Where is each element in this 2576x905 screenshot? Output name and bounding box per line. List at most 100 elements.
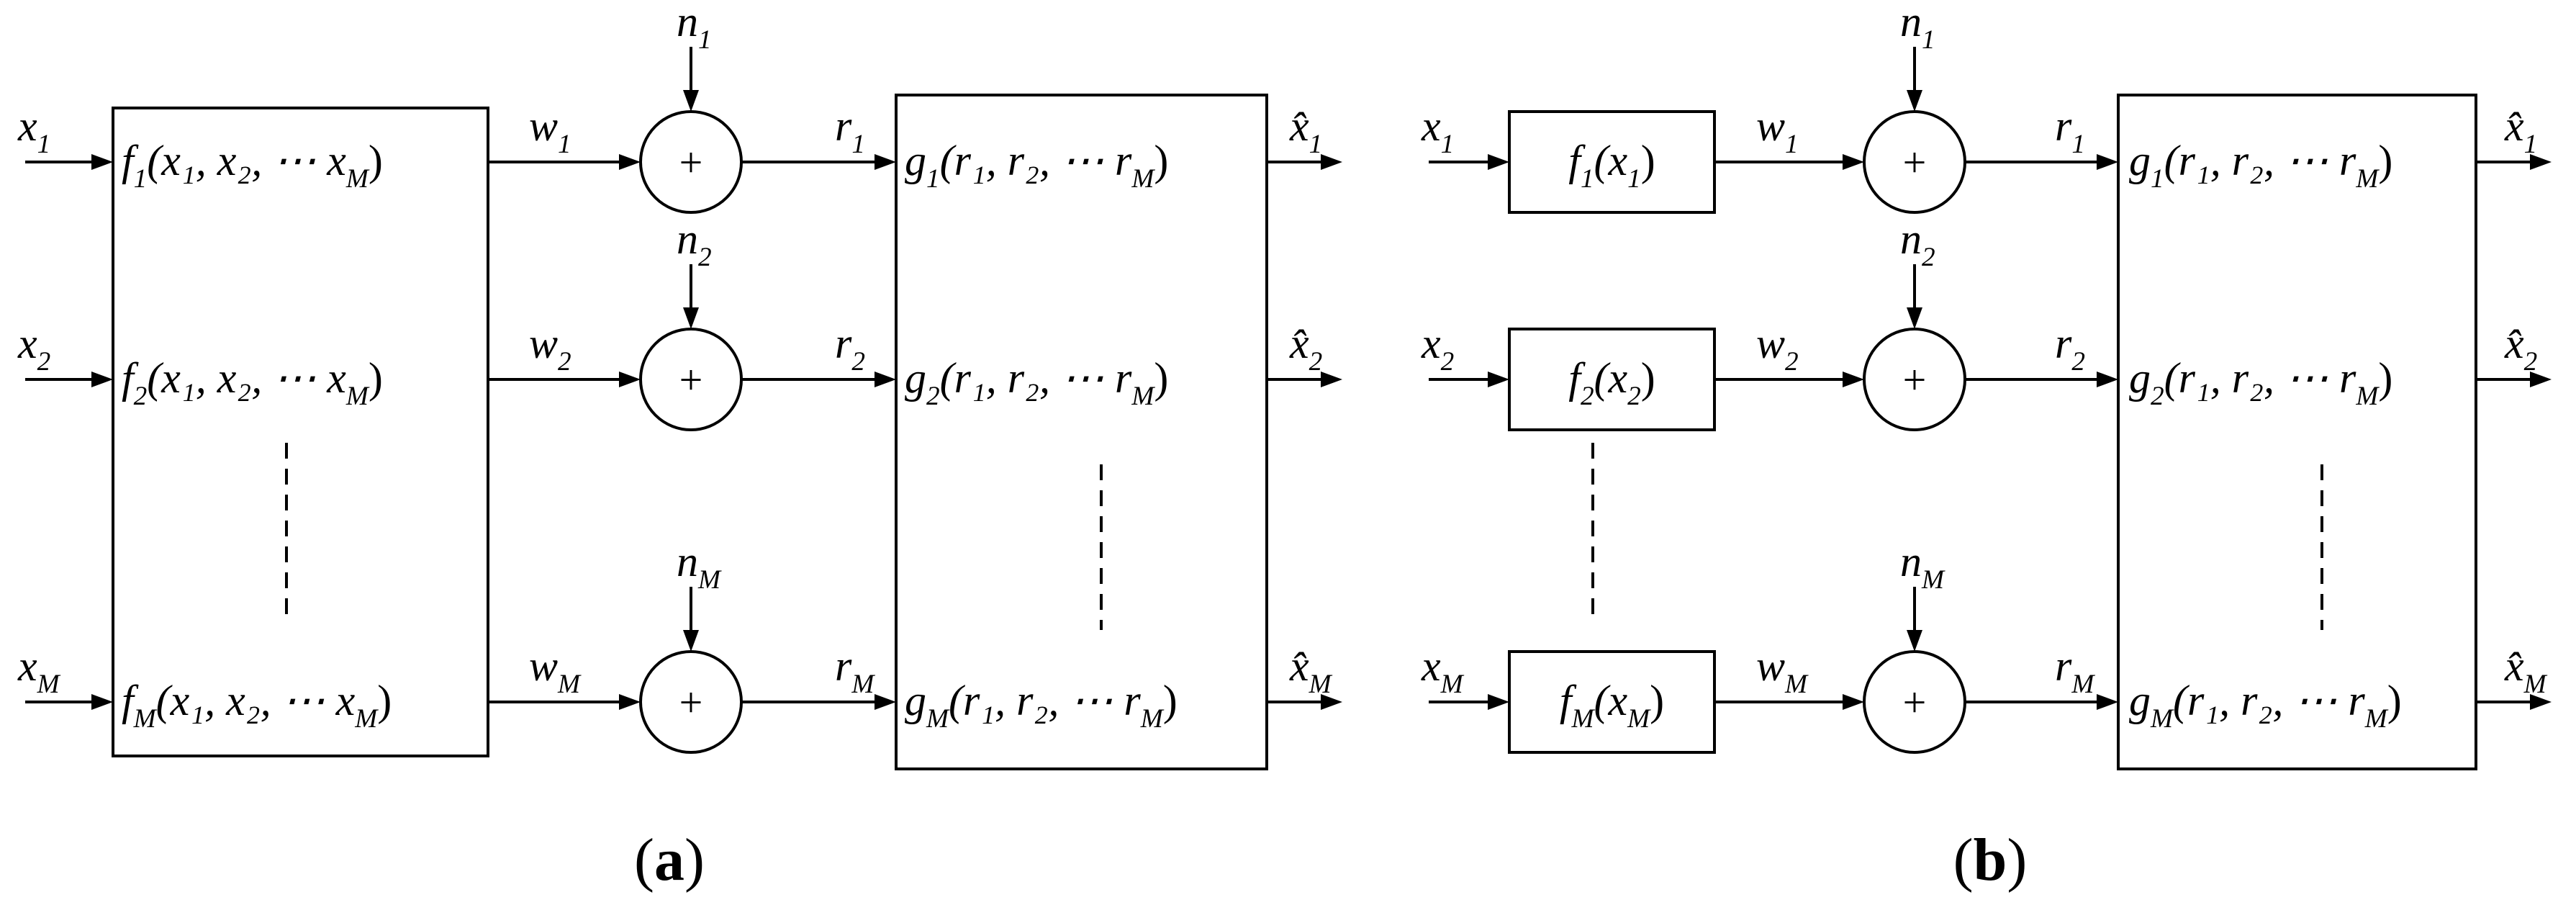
received-arrow-3-arrowhead [2097,694,2118,710]
received-label-3: rM [2055,642,2095,699]
channel-label-2-base: w [1756,320,1785,367]
noise-label-3: nM [677,538,722,595]
decoder-function-3-close-paren: ) [2387,677,2402,724]
separate-encoder-box-1 [1508,110,1716,214]
input-label-2: x2 [17,320,50,377]
decoder-function-3: gM(r₁, r₂, ⋯ rM) [2129,677,2402,734]
decoder-function-3-fn: g [905,677,926,724]
encoder-function-2: f2(x2) [1568,354,1655,411]
output-arrow-3-arrowhead [1321,694,1342,710]
decoder-function-2-fn: g [905,354,926,402]
decoder-function-3-fn-sub: M [2150,704,2174,734]
channel-label-2-sub: 2 [558,347,571,377]
caption-letter: a [654,827,684,893]
channel-arrow-2-arrowhead [619,372,641,387]
decoder-function-2-fn-sub: 2 [2151,382,2164,411]
output-label-3: x̂M [1289,642,1333,699]
input-label-1-sub: 1 [1441,130,1455,159]
output-label-3-base: x̂ [1289,642,1309,690]
channel-label-3-sub: M [557,670,582,699]
adder-plus-2: + [679,356,703,403]
encoder-function-2-fn-sub: 2 [134,382,148,411]
decoder-function-1-close-paren: ) [1154,137,1168,184]
caption-close-paren: ) [2007,827,2027,893]
adder-plus-3: + [1903,679,1927,726]
output-label-1-base: x̂ [1289,102,1309,150]
input-label-3-sub: M [1440,670,1465,699]
joint-decoder-box [2117,94,2477,770]
input-label-2-sub: 2 [37,347,51,377]
output-label-1-sub: 1 [1309,130,1323,159]
channel-label-2: w2 [529,320,571,377]
adder-plus-3: + [679,679,703,726]
decoder-function-3: gM(r₁, r₂, ⋯ rM) [905,677,1178,734]
channel-label-3: wM [529,642,582,699]
input-label-1-base: x [17,102,37,150]
noise-label-1-base: n [677,0,698,45]
input-label-2-base: x [1421,320,1441,367]
decoder-function-2-last-sub: M [2355,382,2380,411]
decoder-function-1-fn-sub: 1 [2151,164,2164,194]
encoder-function-3-close-paren: ) [1650,677,1664,724]
noise-label-2-sub: 2 [1922,243,1935,272]
received-label-3-sub: M [851,670,875,699]
encoder-function-1-fn-sub: 1 [134,164,148,194]
decoder-function-2-fn: g [2129,354,2151,402]
encoder-function-1-fn-sub: 1 [1581,164,1594,194]
received-label-1: r1 [2055,102,2085,159]
decoder-function-1-last-sub: M [2355,164,2380,194]
input-label-1-base: x [1421,102,1441,150]
joint-decoder-box [895,94,1268,770]
decoder-function-2: g2(r₁, r₂, ⋯ rM) [905,354,1168,411]
noise-arrow-3-arrowhead [683,630,699,652]
noise-label-2-sub: 2 [698,243,712,272]
decoder-function-2-close-paren: ) [2378,354,2392,402]
input-arrow-1-arrowhead [91,154,113,170]
channel-label-1: w1 [1756,102,1799,159]
decoder-function-2-args: (r₁, r₂, ⋯ r [2164,354,2356,402]
noise-label-2: n2 [1900,215,1935,272]
decoder-function-2-fn-sub: 2 [926,382,940,411]
channel-label-1: w1 [529,102,571,159]
decoder-function-2-args: (r₁, r₂, ⋯ r [940,354,1132,402]
noise-arrow-1-arrowhead [683,90,699,112]
decoder-function-1-args: (r₁, r₂, ⋯ r [2164,137,2356,184]
encoder-function-3-fn-sub: M [133,704,158,734]
noise-label-3-sub: M [697,565,722,595]
output-label-3-sub: M [1309,670,1333,699]
decoder-function-1: g1(r₁, r₂, ⋯ rM) [905,137,1168,194]
encoder-function-2-fn-sub: 2 [1581,382,1594,411]
noise-label-2-base: n [677,215,698,263]
input-label-2: x2 [1421,320,1454,377]
noise-arrow-2-arrowhead [1907,307,1922,329]
channel-label-2: w2 [1756,320,1799,377]
encoder-function-3-close-paren: ) [377,677,392,724]
channel-arrow-3-arrowhead [1843,694,1864,710]
output-label-3-base: x̂ [2504,642,2524,690]
output-label-1-base: x̂ [2504,102,2524,150]
output-label-2-base: x̂ [2504,320,2524,367]
decoder-function-3-fn-sub: M [926,704,950,734]
decoder-function-1-fn: g [905,137,926,184]
channel-label-1-base: w [529,102,558,150]
input-arrow-2-arrowhead [91,372,113,387]
encoder-function-1-args: (x₁, x₂, ⋯ x [147,137,346,184]
noise-label-1-sub: 1 [1922,25,1935,55]
channel-label-1-sub: 1 [1785,130,1799,159]
joint-encoder-box [112,107,489,757]
decoder-function-3-last-sub: M [1140,704,1165,734]
received-arrow-1-arrowhead [875,154,896,170]
noise-label-2: n2 [677,215,712,272]
noise-label-3-sub: M [1921,565,1945,595]
received-label-1-base: r [835,102,852,150]
input-label-1-sub: 1 [37,130,51,159]
caption-close-paren: ) [684,827,705,893]
input-arrow-2-arrowhead [1488,372,1509,387]
encoder-function-3: fM(x₁, x₂, ⋯ xM) [122,677,392,734]
output-label-1: x̂1 [2504,102,2537,159]
decoder-function-3-close-paren: ) [1163,677,1178,724]
decoder-function-3-last-sub: M [2364,704,2389,734]
channel-label-3-sub: M [1784,670,1809,699]
received-label-3-base: r [835,642,852,690]
